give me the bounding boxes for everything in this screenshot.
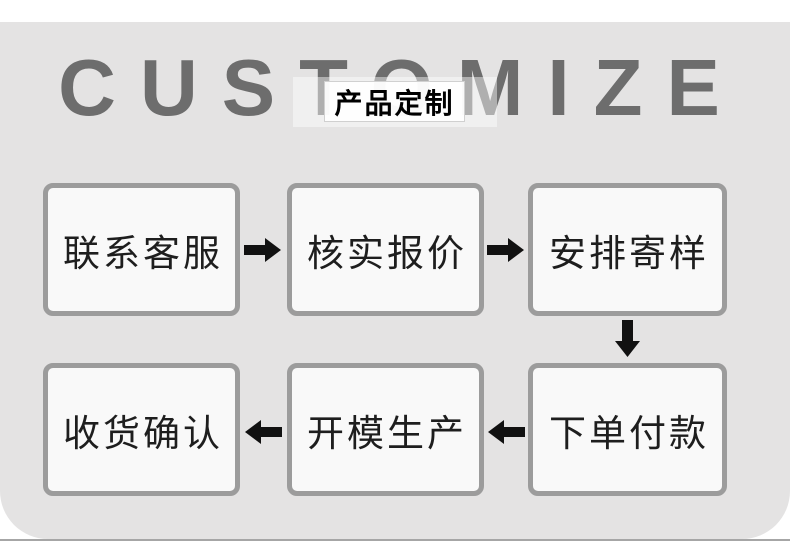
step-verify-quote: 核实报价 [287,183,484,316]
bottom-divider [0,539,790,541]
step-arrange-sample: 安排寄样 [528,183,727,316]
step-receipt-confirmation: 收货确认 [43,363,240,496]
product-label: 产品定制 [324,81,465,122]
arrow-left-icon [244,418,282,446]
arrow-right-icon [244,236,282,264]
step-mold-production: 开模生产 [287,363,484,496]
arrow-down-icon [615,320,640,358]
arrow-left-icon [487,418,525,446]
step-order-payment: 下单付款 [528,363,727,496]
step-contact-service: 联系客服 [43,183,240,316]
arrow-right-icon [487,236,525,264]
